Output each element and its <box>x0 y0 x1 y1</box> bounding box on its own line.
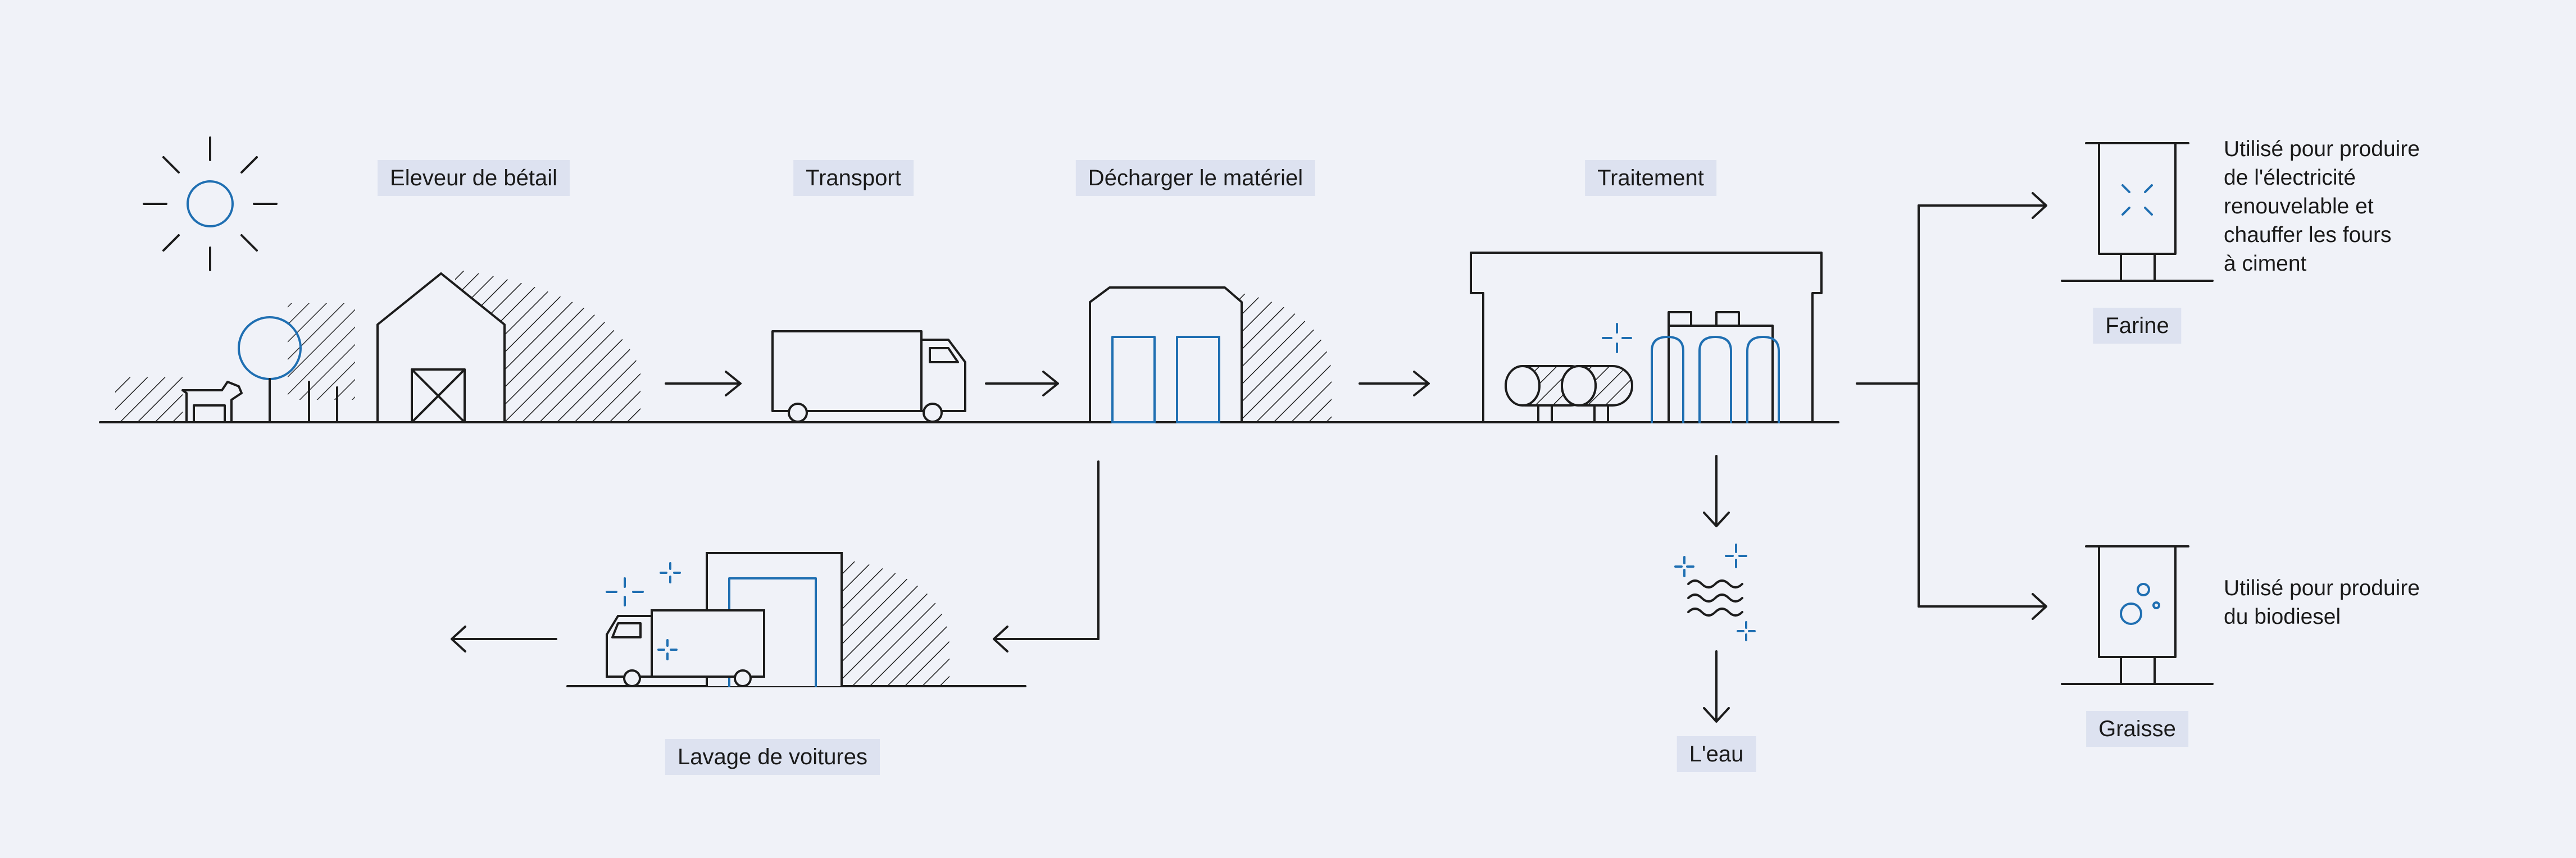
label-carwash: Lavage de voitures <box>665 739 880 775</box>
carwash-illustration <box>606 552 949 687</box>
unload-building <box>1089 286 1332 423</box>
sparkle-icon <box>2121 184 2153 216</box>
arrow-farm-to-transport <box>665 371 742 396</box>
label-fat: Graisse <box>2086 711 2188 747</box>
bubbles-icon <box>2120 583 2160 625</box>
arrow-unload-to-processing <box>1359 371 1430 396</box>
truck-icon <box>771 330 966 423</box>
truck-icon <box>606 609 765 687</box>
arrow-transport-to-unload <box>985 371 1059 396</box>
cow-icon <box>181 381 243 423</box>
output-branch <box>1856 192 2047 620</box>
farm-illustration <box>115 270 640 423</box>
meal-silo-icon <box>2061 142 2214 282</box>
arrow-unload-to-carwash <box>993 460 1100 652</box>
water-icon <box>1674 544 1756 641</box>
description-meal: Utilisé pour produire de l'électricité r… <box>2224 137 2420 276</box>
sun-icon <box>143 136 278 271</box>
label-farmer: Eleveur de bétail <box>378 160 570 196</box>
label-unload: Décharger le matériel <box>1075 160 1316 196</box>
label-meal: Farine <box>2093 308 2182 344</box>
label-processing: Traitement <box>1585 160 1716 196</box>
arrow-carwash-out <box>451 626 557 652</box>
water-flow <box>1703 455 1730 723</box>
sparkle-icon <box>1602 323 1632 353</box>
description-fat: Utilisé pour produire du biodiesel <box>2224 576 2420 629</box>
label-transport: Transport <box>793 160 914 196</box>
fat-silo-icon <box>2061 545 2214 685</box>
label-water: L'eau <box>1677 736 1756 772</box>
processing-plant <box>1470 252 1823 423</box>
